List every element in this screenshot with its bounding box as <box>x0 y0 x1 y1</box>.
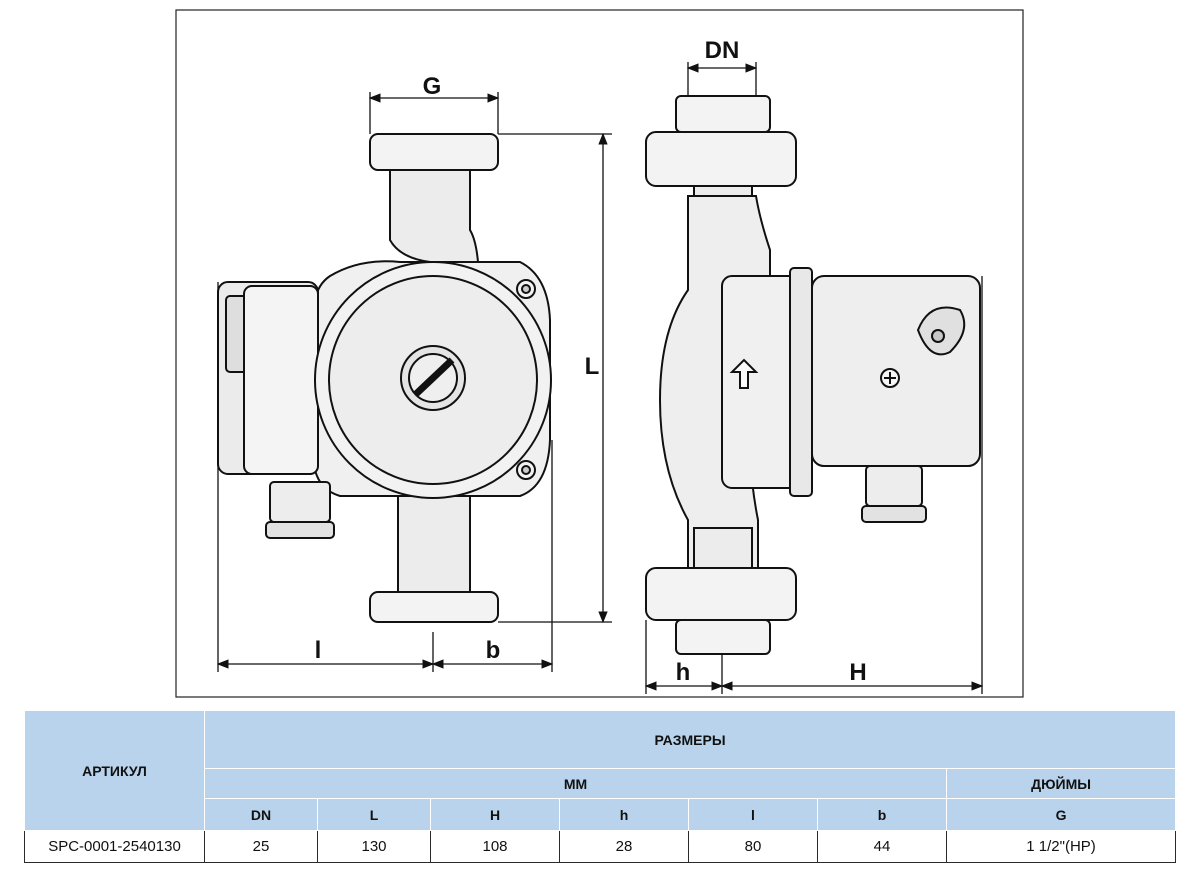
label-h: h <box>676 659 691 686</box>
table-row: SPC-0001-2540130 25 130 108 28 80 44 1 1… <box>24 830 1177 863</box>
front-top-union <box>369 133 499 171</box>
housing-bolt <box>516 279 536 299</box>
column-header-b: b <box>817 798 947 831</box>
dimensions-table: АРТИКУЛ РАЗМЕРЫ ММ ДЮЙМЫ DN L H h l b G … <box>24 710 1177 863</box>
side-top-union <box>645 131 797 187</box>
label-G: G <box>423 73 442 100</box>
side-bottom-union <box>645 567 797 621</box>
inch-header: ДЮЙМЫ <box>945 768 1177 799</box>
column-header-h: h <box>559 798 689 831</box>
label-b: b <box>486 637 501 664</box>
front-cable-gland <box>269 481 331 523</box>
front-bottom-union <box>369 591 499 623</box>
housing-bolt <box>516 460 536 480</box>
cell-article: SPC-0001-2540130 <box>24 830 205 863</box>
dimensions-header: РАЗМЕРЫ <box>203 710 1177 769</box>
label-l: l <box>315 637 322 664</box>
cell-G: 1 1/2"(НР) <box>945 830 1177 863</box>
side-bottom-nut <box>675 619 771 655</box>
label-DN: DN <box>705 37 740 64</box>
article-header: АРТИКУЛ <box>24 710 205 831</box>
cell-b: 44 <box>817 830 947 863</box>
label-H: H <box>849 659 866 686</box>
column-header-G: G <box>945 798 1177 831</box>
column-header-H: H <box>430 798 560 831</box>
cell-H: 108 <box>430 830 560 863</box>
side-cable-gland <box>865 465 923 507</box>
column-header-l: l <box>688 798 818 831</box>
cell-l: 80 <box>688 830 818 863</box>
pump-technical-drawing: G DN L l b h H <box>175 9 1024 698</box>
column-header-L: L <box>317 798 431 831</box>
cell-DN: 25 <box>204 830 318 863</box>
flow-direction-arrow <box>729 358 759 389</box>
label-L: L <box>585 353 600 380</box>
cell-h: 28 <box>559 830 689 863</box>
column-header-DN: DN <box>204 798 318 831</box>
mm-header: ММ <box>204 768 947 799</box>
cell-L: 130 <box>317 830 431 863</box>
pump-front-view <box>217 133 552 623</box>
side-top-nut <box>675 95 771 133</box>
pump-side-view <box>645 95 981 655</box>
